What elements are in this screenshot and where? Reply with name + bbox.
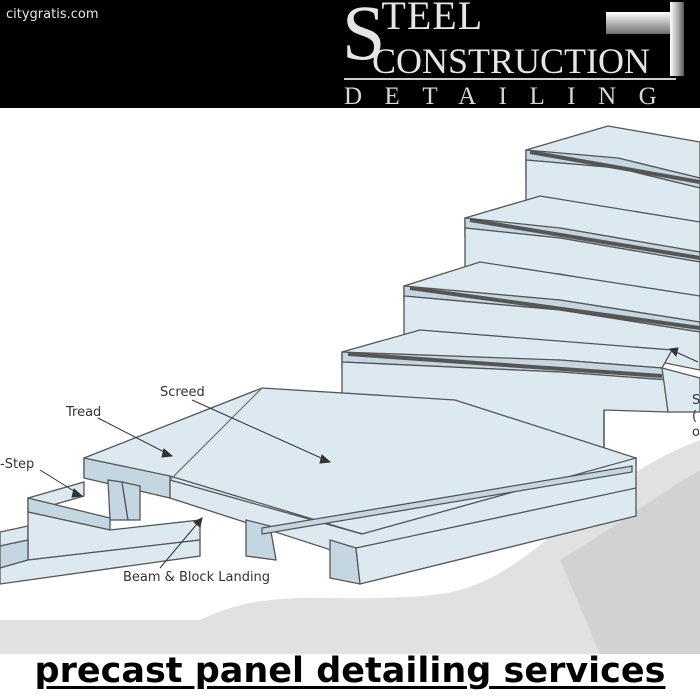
logo-line-steel: STEEL [342,0,487,72]
landing-slab [83,387,637,561]
logo-initial: S [342,0,386,76]
logo-rule [344,78,676,80]
label-landing: Beam & Block Landing [123,570,270,585]
label-right-3: o [692,425,700,440]
stair-step-1 [341,329,674,467]
label-right-1: S [692,393,700,408]
logo-post-graphic [670,2,684,76]
stair-step-4 [525,125,700,231]
lower-flight [0,481,201,585]
label-right-2: ( [692,409,697,424]
header-banner: citygratis.com STEEL CONSTRUCTION DETAIL… [0,0,700,108]
right-step-edge [661,367,700,413]
label-screed: Screed [160,385,205,400]
logo-line-detailing: DETAILING [344,83,680,108]
watermark-text: citygratis.com [6,7,99,22]
landing-beams [107,465,637,585]
label-step: -Step [0,457,34,472]
logo-beam-graphic [606,12,670,34]
label-tread: Tread [65,405,101,420]
stair-step-3 [464,195,700,301]
logo-steel-rest: TEEL [381,0,484,38]
ground-shape [0,440,700,654]
logo-line-construction: CONSTRUCTION [372,41,651,81]
leader-arrows [39,347,699,569]
caption-title: precast panel detailing services [34,651,666,691]
ground-shadow [560,470,700,654]
staircase-diagram: Screed Tread -Step Beam & Block Landing … [0,125,700,654]
